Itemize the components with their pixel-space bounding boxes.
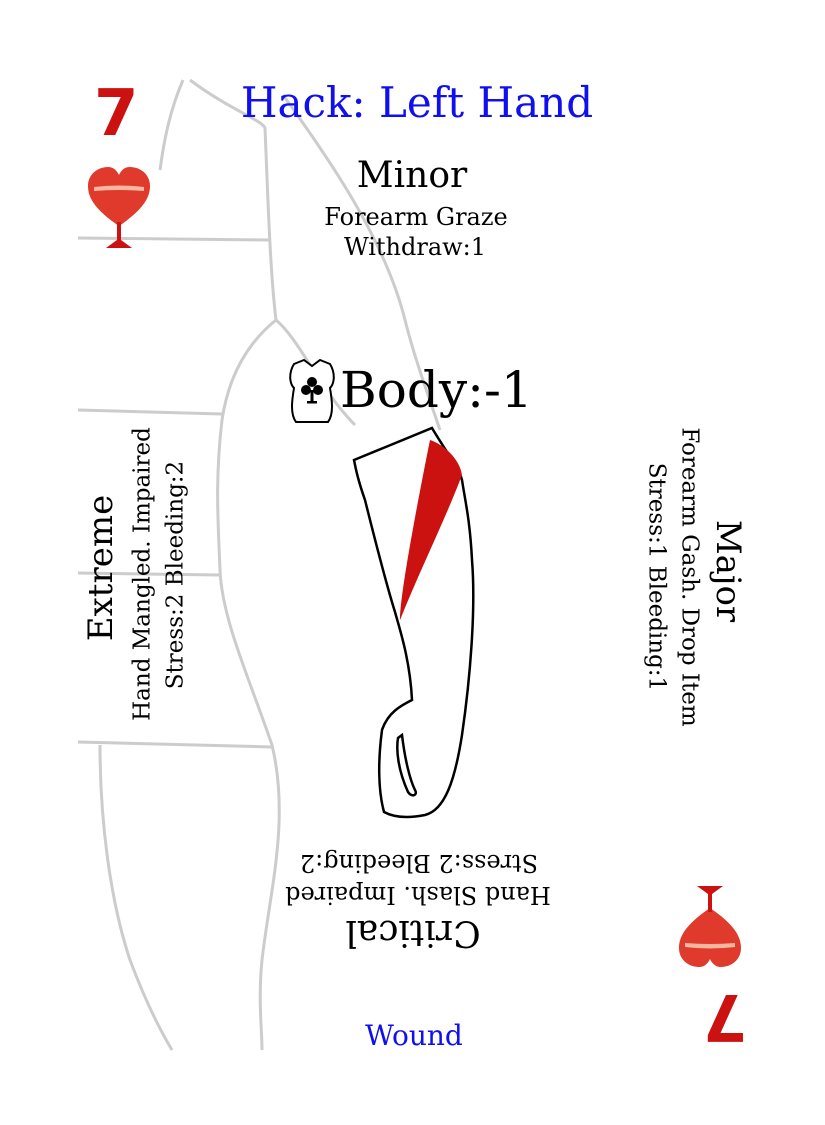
minor-line-2: Withdraw:1 — [343, 233, 487, 261]
extreme-line-2: Stress:2 Bleeding:2 — [162, 460, 189, 690]
rank-bottom: 7 — [702, 979, 748, 1053]
body-stat: Body:-1 — [340, 361, 533, 419]
heart-icon-bottom — [679, 886, 741, 967]
rank-top: 7 — [94, 77, 139, 151]
minor-line-1: Forearm Graze — [324, 203, 508, 231]
card-title: Hack: Left Hand — [240, 78, 594, 127]
major-label: Major — [708, 519, 748, 623]
torso-outline — [189, 78, 281, 1051]
torso-club-icon — [289, 358, 335, 423]
critical-line-2: Stress:2 Bleeding:2 — [299, 849, 539, 877]
major-line-1: Forearm Gash. Drop Item — [676, 427, 703, 727]
major-line-2: Stress:1 Bleeding:1 — [643, 462, 670, 692]
thumb-outline — [396, 732, 417, 797]
critical-line-1: Hand Slash. Impaired — [285, 881, 551, 909]
extreme-line-1: Hand Mangled. Impaired — [129, 427, 156, 721]
minor-label: Minor — [356, 155, 468, 196]
card-type-label: Wound — [365, 1019, 463, 1052]
arm-outline — [352, 426, 475, 819]
shoulder-outline — [281, 94, 442, 431]
wound-mark — [400, 440, 462, 620]
arm-connection-line — [158, 79, 185, 171]
heart-icon — [88, 167, 150, 248]
hip-line — [98, 744, 174, 1051]
critical-label: Critical — [345, 912, 481, 953]
extreme-label: Extreme — [81, 494, 121, 642]
